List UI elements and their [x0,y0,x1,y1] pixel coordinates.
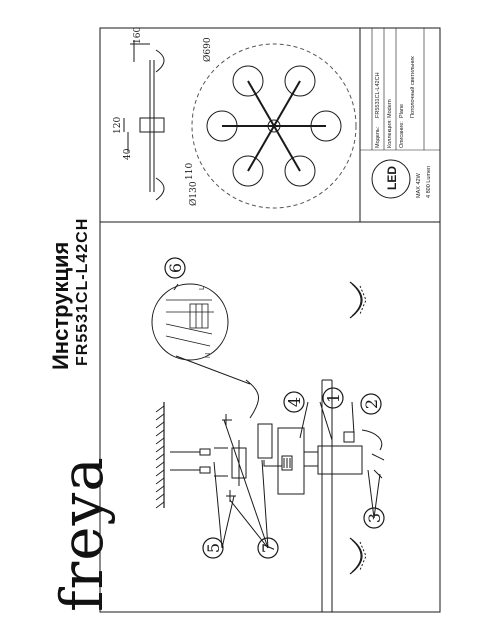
spec-model-value: FR5531CL-L42CH [375,72,381,118]
led-label: LED [385,166,399,190]
overall-diameter-circle [191,43,357,209]
spec-desc-value-1: Plane [399,104,405,118]
canopy [277,427,305,495]
callout-3-label: 3 [365,513,384,523]
dim-120: 120 [113,117,123,134]
outer-frame [99,27,441,613]
callout-5 [202,537,224,559]
callout-2-label: 2 [362,399,381,409]
side-canopy [139,117,165,133]
dim-130: Ø130 [188,181,199,206]
callout-2 [360,393,382,415]
spec-desc-value-2: Потолочный светильник [409,56,416,118]
wiring-detail-circle [151,283,229,361]
anchor-screws [170,414,236,502]
ceiling-hatch [155,405,165,509]
dim-40: 40 [123,148,133,160]
dim-690: Ø690 [202,37,213,62]
callout-7-label: 7 [259,543,278,553]
callout-6-label: 6 [166,263,185,273]
wire-n-label: N [205,353,212,358]
spec-power: MAX 42W [416,172,422,198]
callout-5-label: 5 [204,543,223,553]
side-shade-a [155,49,165,73]
dim-160: 160 [133,27,143,44]
shades-top-view [206,65,342,187]
spec-model-label: Модель: [375,126,381,148]
arms [222,80,326,172]
callout-7 [257,537,279,559]
dim-110: 110 [185,163,195,180]
led-badge [371,159,411,199]
lamp-hub [317,445,363,475]
spec-table [360,28,440,151]
spec-collection-label: Коллекция: [387,119,393,148]
callout-1 [322,387,344,409]
spec-desc-label: Описание: [399,121,405,148]
supply-wire [245,379,259,419]
callout-4 [283,391,305,413]
spec-collection-value: Modern [387,99,393,118]
side-wire [361,429,383,451]
side-shade-b [155,177,165,201]
spec-lumen: 4 800 Lumen [426,166,432,198]
callout-4-label: 4 [285,397,304,407]
callout-6 [164,257,186,279]
callout-3 [363,507,385,529]
terminal-block [257,423,273,459]
callouts [164,257,385,559]
callout-1-label: 1 [324,393,343,403]
wire-l-label: L [199,286,206,290]
